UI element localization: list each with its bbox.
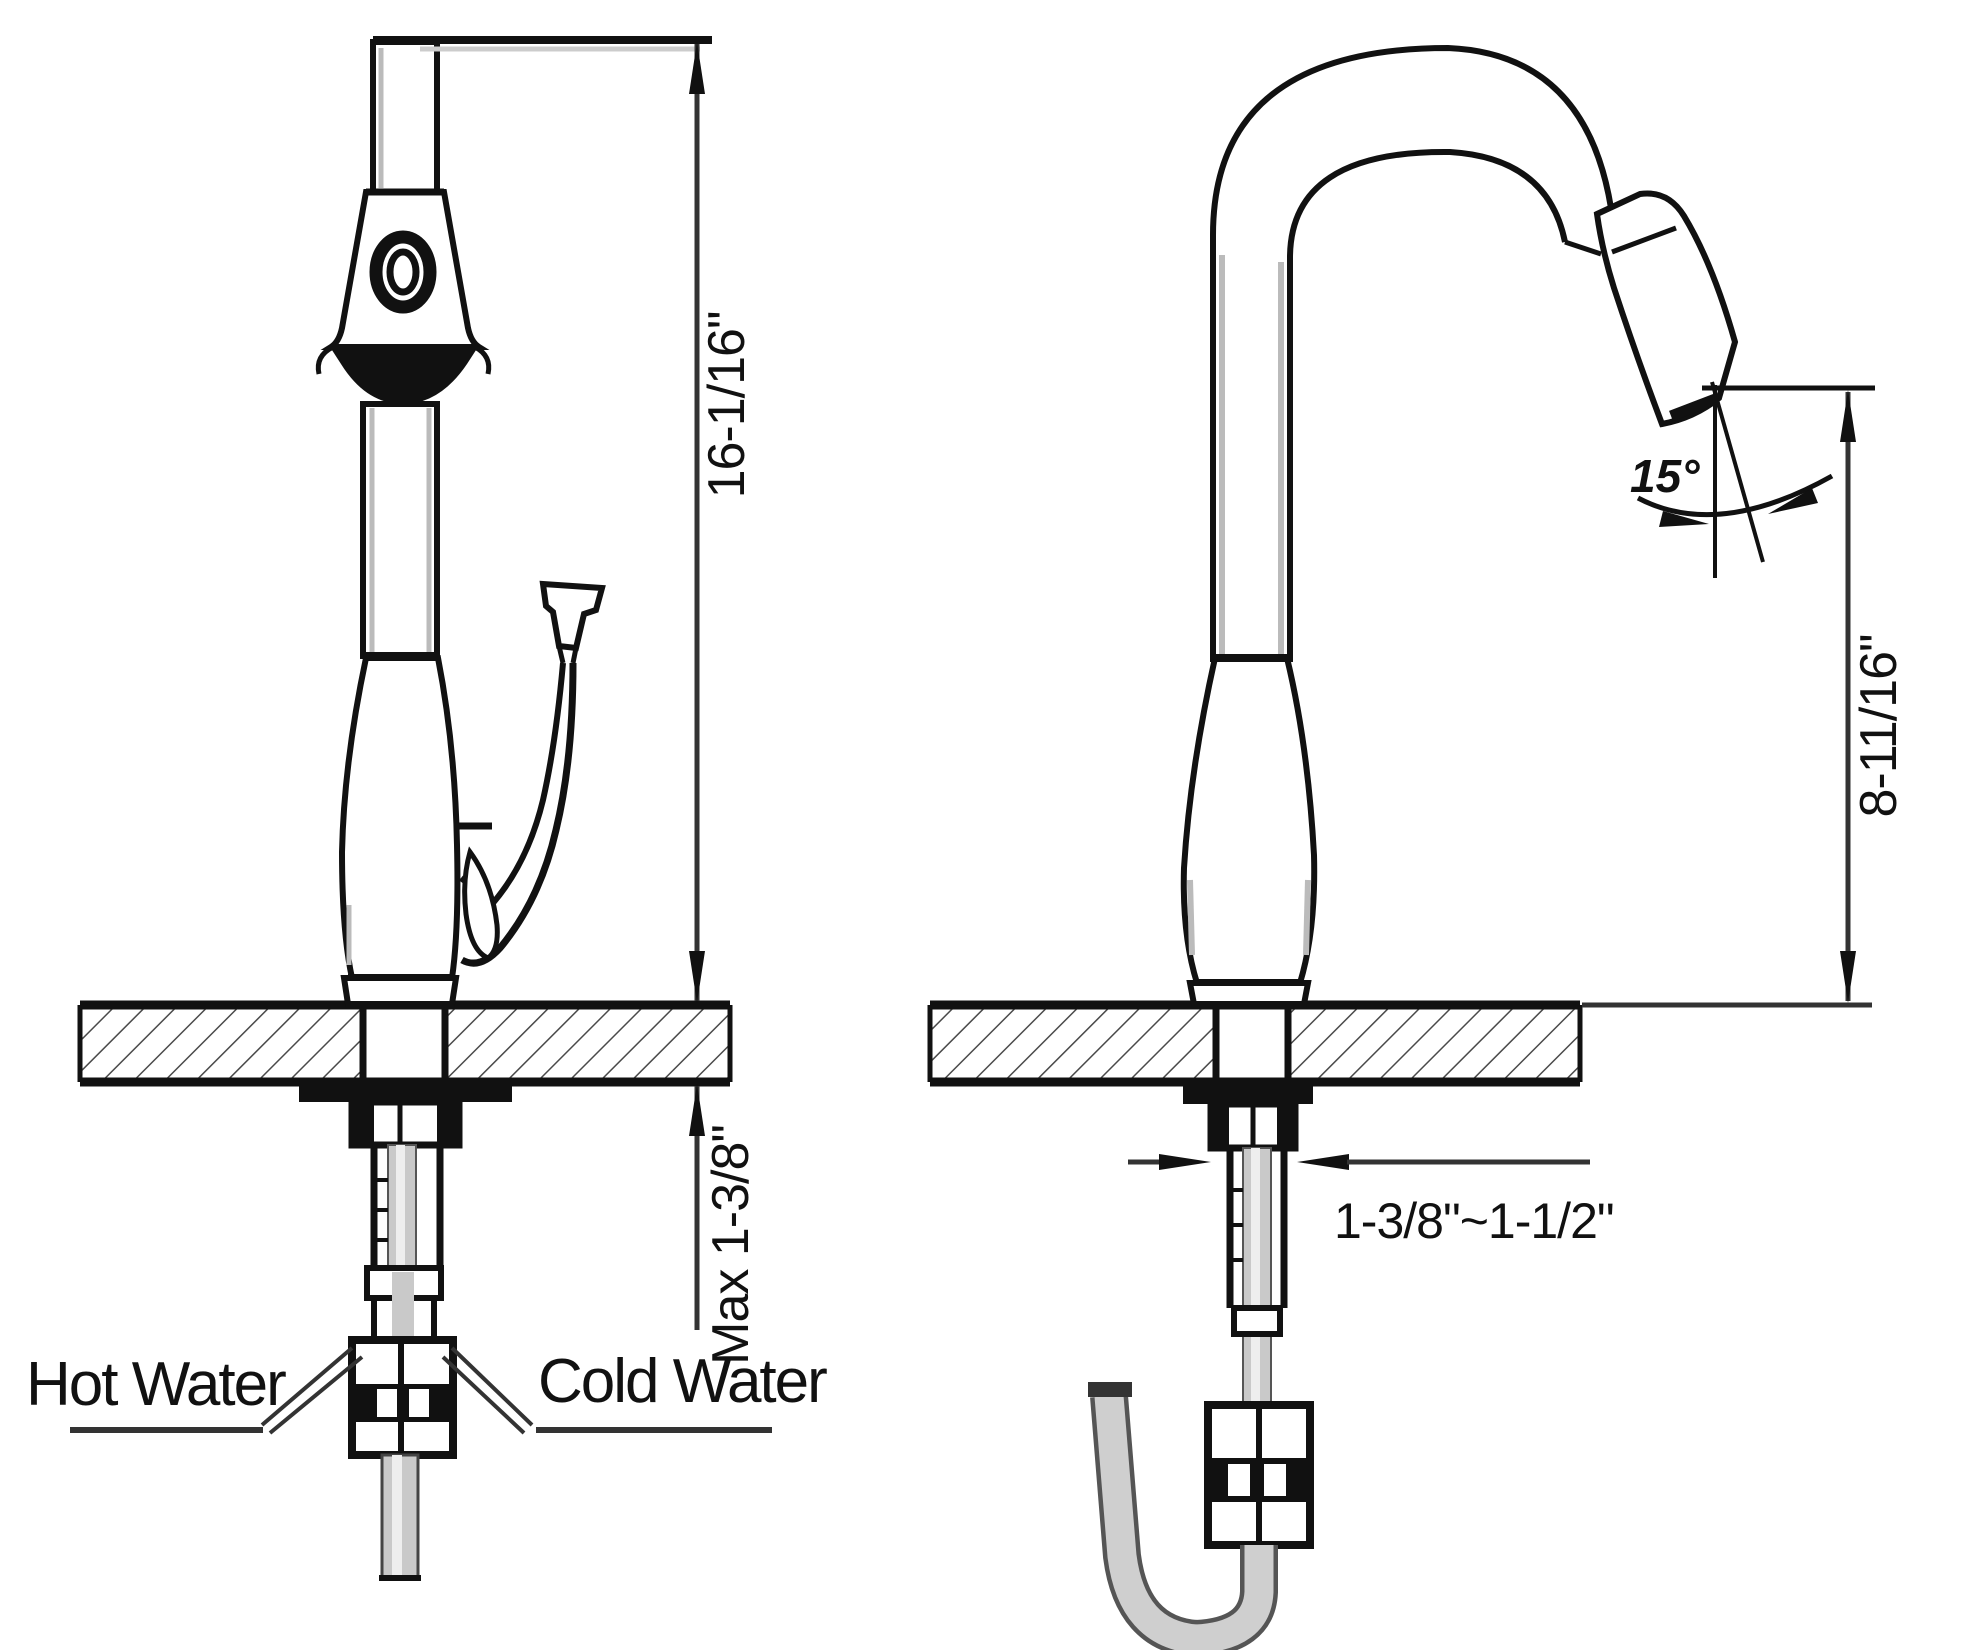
handle-knob <box>539 580 606 652</box>
arrowhead-down <box>689 951 705 1003</box>
mounting-hole-dim-text: 1-3/8"~1-1/2" <box>1334 1193 1614 1249</box>
arrowhead-up <box>689 42 705 94</box>
washer-front <box>299 1082 512 1102</box>
arrowhead-right <box>1159 1154 1211 1170</box>
dim-deck-thickness <box>689 1084 705 1330</box>
spray-head-side <box>1564 190 1739 428</box>
hose-guide-nut <box>1231 1305 1283 1337</box>
supply-leader-lines <box>70 1346 772 1435</box>
washer-side <box>1183 1082 1313 1104</box>
spray-head-front <box>315 39 492 404</box>
handle-pivot <box>462 846 500 961</box>
swivel-angle-text: 15° <box>1630 450 1700 502</box>
countertop-front <box>77 1000 733 1087</box>
countertop-side <box>927 1000 1872 1087</box>
arrowhead-left <box>1297 1154 1349 1170</box>
hose-end-cap <box>1088 1382 1132 1397</box>
dim-mounting-hole <box>1128 1154 1590 1170</box>
arrowhead-right <box>1659 511 1709 527</box>
mounting-hardware-front <box>299 1082 512 1581</box>
spout-neck-front <box>360 401 440 660</box>
cold-water-label: Cold Water <box>538 1347 827 1416</box>
mounting-hardware-side <box>1183 1082 1314 1549</box>
hot-water-label: Hot Water <box>26 1350 286 1419</box>
spout-height-dim-text: 8-11/16" <box>1850 635 1908 818</box>
front-view <box>70 36 772 1581</box>
faucet-body-side <box>1180 655 1318 1007</box>
dim-spout-height <box>1702 385 1875 1003</box>
dim-overall-height <box>373 36 712 1003</box>
hose-loop <box>1088 1382 1278 1650</box>
arrowhead-down <box>1840 951 1856 1003</box>
overall-height-dim-text: 16-1/16" <box>698 312 756 499</box>
dim-swivel-angle <box>1636 381 1834 578</box>
aerator-face-side <box>1669 392 1720 422</box>
aerator-collar <box>330 347 478 404</box>
arrowhead-left <box>1768 488 1818 514</box>
arrowhead-up <box>1840 390 1856 442</box>
side-view <box>927 44 1875 1650</box>
gooseneck-spout <box>1210 44 1616 662</box>
faucet-body-front <box>338 655 461 1007</box>
arrowhead-up <box>689 1084 705 1136</box>
deck-thickness-dim-text: Max 1-3/8" <box>702 1125 760 1365</box>
handle-lever <box>456 580 606 967</box>
